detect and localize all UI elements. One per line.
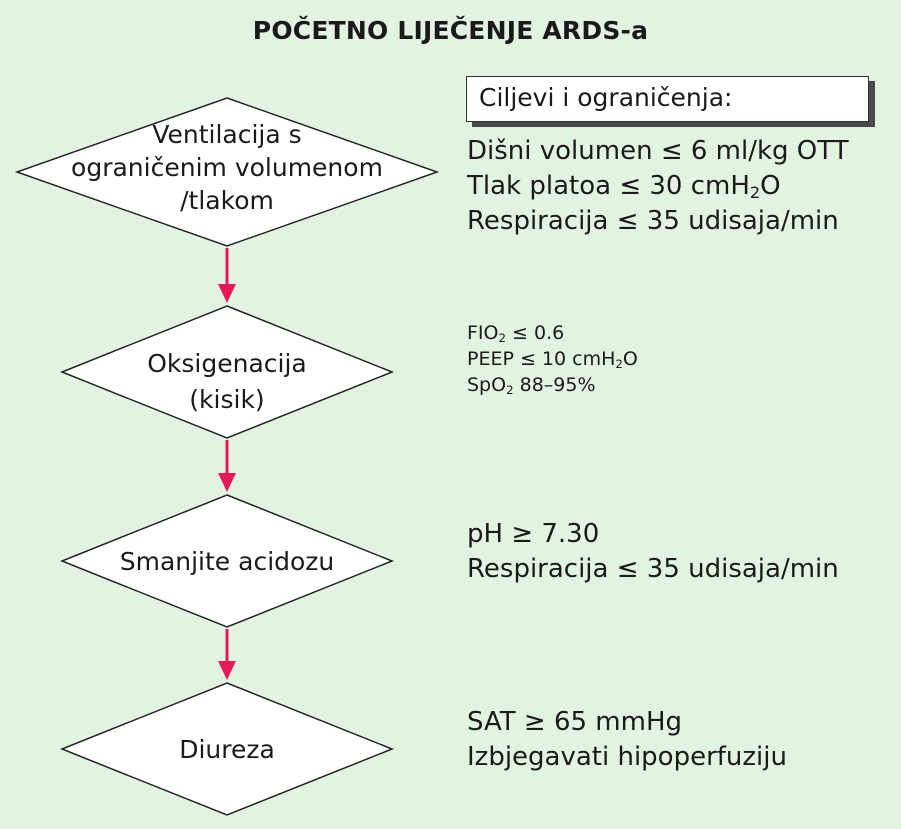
goals-oxygenation: FIO2 ≤ 0.6 PEEP ≤ 10 cmH2O SpO2 88–95% — [467, 320, 638, 398]
goal-text: Respiracija ≤ 35 udisaja/min — [467, 206, 839, 236]
node-line: ograničenim volumenom — [71, 153, 383, 182]
goal-subscript: 2 — [506, 382, 514, 397]
goal-subscript: 2 — [498, 330, 507, 345]
node-line: Oksigenacija — [147, 349, 307, 378]
goal-line: PEEP ≤ 10 cmH2O — [467, 346, 638, 372]
goal-line: Izbjegavati hipoperfuziju — [467, 740, 787, 775]
arrow-2 — [218, 440, 236, 492]
goal-line: SpO2 88–95% — [467, 372, 638, 398]
goal-text: FIO — [467, 322, 499, 344]
goal-line: Respiracija ≤ 35 udisaja/min — [467, 204, 849, 239]
goal-text: 88–95% — [513, 374, 596, 396]
page-title: POČETNO LIJEČENJE ARDS-a — [252, 16, 649, 45]
goal-line: SAT ≥ 65 mmHg — [467, 705, 787, 740]
goal-text: O — [760, 171, 781, 201]
goal-line: Tlak platoa ≤ 30 cmH2O — [467, 169, 849, 204]
node-label-ventilation: Ventilacija s ograničenim volumenom /tla… — [27, 118, 427, 217]
goal-text: SpO — [467, 374, 507, 396]
node-line: Diureza — [179, 735, 275, 764]
goal-text: SAT ≥ 65 mmHg — [467, 707, 683, 737]
arrow-1 — [218, 248, 236, 303]
diamond-acidosis — [59, 494, 395, 628]
diamond-ventilation — [14, 97, 440, 247]
node-label-oxygenation: Oksigenacija (kisik) — [77, 346, 377, 418]
diamond-diuresis — [59, 682, 395, 816]
node-label-diuresis: Diureza — [77, 733, 377, 766]
node-line: Smanjite acidozu — [119, 547, 335, 576]
node-line: Ventilacija s — [152, 120, 302, 149]
goal-line: Dišni volumen ≤ 6 ml/kg OTT — [467, 134, 849, 169]
goal-text: ≤ 0.6 — [506, 322, 565, 344]
goal-line: pH ≥ 7.30 — [467, 517, 839, 552]
goals-header-box: Ciljevi i ograničenja: — [466, 76, 869, 122]
node-line: (kisik) — [189, 385, 265, 414]
goals-acidosis: pH ≥ 7.30 Respiracija ≤ 35 udisaja/min — [467, 517, 839, 587]
goal-line: FIO2 ≤ 0.6 — [467, 320, 638, 346]
goals-ventilation: Dišni volumen ≤ 6 ml/kg OTT Tlak platoa … — [467, 134, 849, 239]
goal-subscript: 2 — [749, 183, 761, 203]
goal-text: Izbjegavati hipoperfuziju — [467, 742, 787, 772]
goals-diuresis: SAT ≥ 65 mmHg Izbjegavati hipoperfuziju — [467, 705, 787, 775]
goal-text: Dišni volumen ≤ 6 ml/kg OTT — [467, 136, 849, 166]
diamond-oxygenation — [59, 305, 395, 439]
goal-line: Respiracija ≤ 35 udisaja/min — [467, 552, 839, 587]
arrow-3 — [218, 629, 236, 680]
goal-text: Respiracija ≤ 35 udisaja/min — [467, 554, 839, 584]
node-label-acidosis: Smanjite acidozu — [77, 545, 377, 578]
goal-text: O — [622, 348, 638, 370]
goal-text: pH ≥ 7.30 — [467, 519, 600, 549]
node-line: /tlakom — [180, 186, 274, 215]
goal-text: PEEP ≤ 10 cmH — [467, 348, 616, 370]
goals-header: Ciljevi i ograničenja: — [479, 83, 733, 112]
goal-text: Tlak platoa ≤ 30 cmH — [467, 171, 750, 201]
goal-subscript: 2 — [615, 356, 623, 371]
